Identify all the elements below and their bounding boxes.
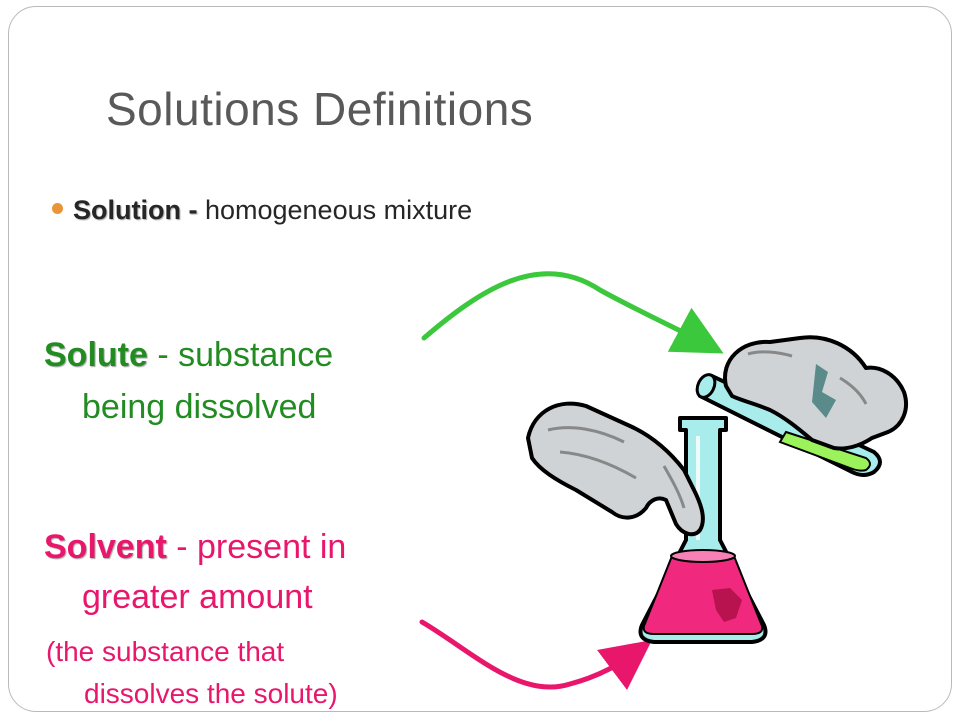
- solute-definition-line1: - substance: [147, 336, 334, 374]
- bullet-solution: Solution - homogeneous mixture: [52, 195, 472, 226]
- solvent-arrow-icon: [419, 619, 653, 690]
- left-glove-icon: [526, 401, 705, 537]
- solvent-definition-line2: greater amount: [82, 578, 313, 616]
- solvent-note-line2: dissolves the solute): [84, 678, 338, 709]
- solvent-note-line1: (the substance that: [46, 636, 285, 667]
- solute-definition-line2: being dissolved: [82, 388, 317, 426]
- slide-title: Solutions Definitions: [106, 83, 534, 135]
- solute-arrow-icon: [421, 271, 724, 354]
- solution-term: Solution -: [73, 195, 198, 225]
- solvent-term: Solvent: [44, 528, 167, 566]
- solute-term: Solute: [44, 336, 148, 374]
- flask-icon: [638, 416, 768, 644]
- solute-line1: Solute - substance: [44, 336, 333, 375]
- right-glove-icon: [723, 335, 908, 451]
- bullet-dot-icon: [52, 203, 63, 215]
- solution-definition: homogeneous mixture: [197, 195, 473, 225]
- solvent-line1: Solvent - present in: [44, 528, 346, 567]
- solvent-definition-line1: - present in: [166, 528, 347, 566]
